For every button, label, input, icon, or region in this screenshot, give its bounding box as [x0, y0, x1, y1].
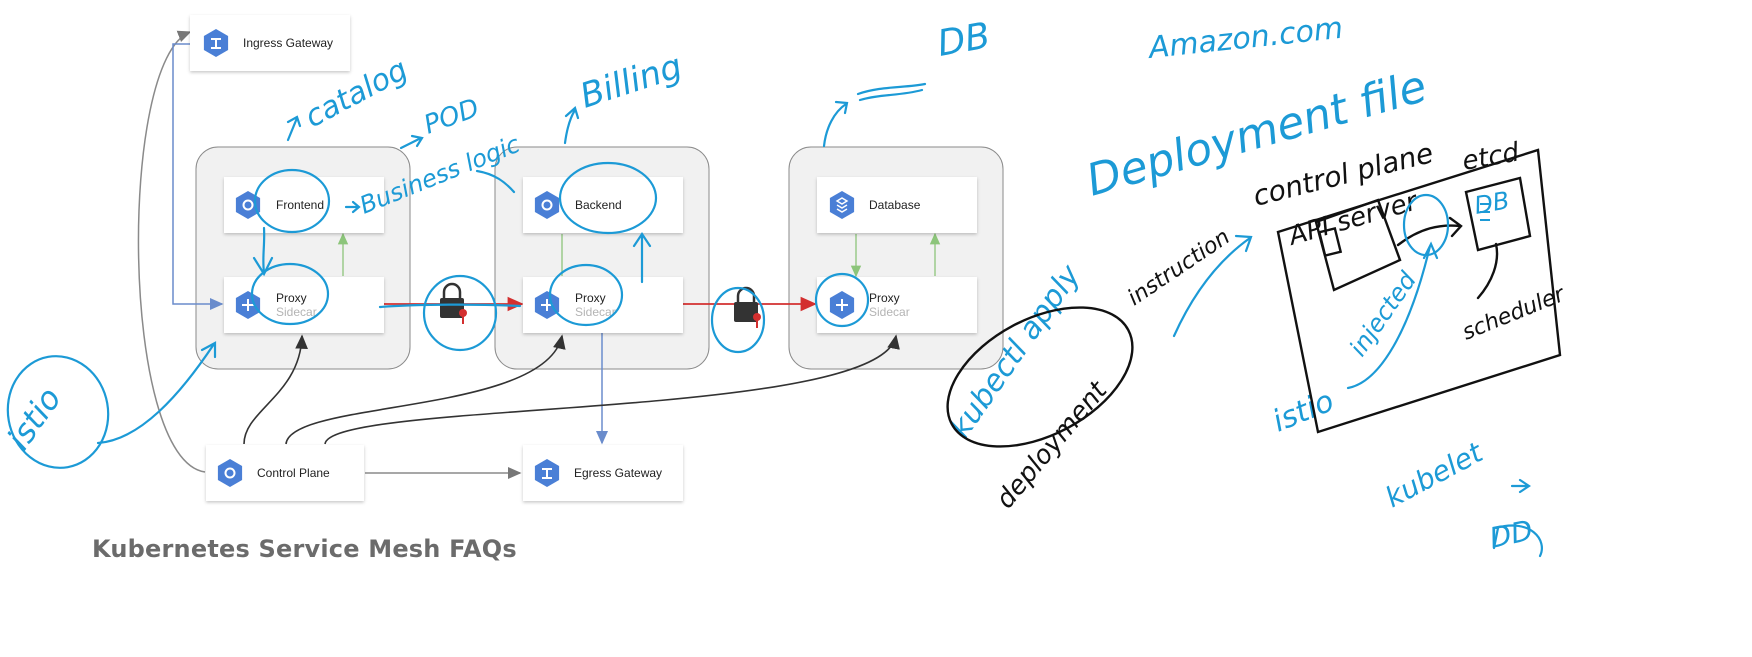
annotation-deployment: deployment — [990, 375, 1113, 514]
proxy-label: Proxy — [575, 291, 606, 305]
annotation-billing: Billing — [575, 46, 687, 116]
edge-control-to-backend-proxy — [285, 334, 566, 445]
handwritten-blue-strokes-right — [1172, 193, 1543, 558]
sidecar-label: Sidecar — [276, 305, 317, 319]
sidecar-label: Sidecar — [575, 305, 616, 319]
node-proxy-frontend: Proxy Sidecar — [224, 277, 384, 333]
ingress-gateway-label: Ingress Gateway — [243, 36, 333, 50]
etcd-db-lines — [1480, 203, 1490, 221]
mtls-lock-icon — [734, 286, 761, 328]
control-plane-label: Control Plane — [257, 466, 330, 480]
node-backend: Backend — [523, 177, 683, 233]
annotation-pod: POD — [420, 93, 483, 140]
node-control-plane: Control Plane — [206, 445, 364, 501]
proxy-label: Proxy — [869, 291, 900, 305]
edge-control-to-ingress — [137, 30, 206, 473]
node-egress-gateway: Egress Gateway — [523, 445, 683, 501]
annotation-istio-right: istio — [1268, 384, 1339, 440]
annotation-amazon: Amazon.com — [1145, 11, 1344, 66]
mtls-lock-icon — [440, 282, 467, 324]
edge-control-to-database-proxy — [324, 334, 900, 445]
edge-control-to-frontend-proxy — [243, 334, 308, 445]
backend-label: Backend — [575, 198, 622, 212]
database-label: Database — [869, 198, 921, 212]
sidecar-label: Sidecar — [869, 305, 910, 319]
edge-ingress-to-proxy — [172, 43, 224, 310]
page-title: Kubernetes Service Mesh FAQs — [92, 535, 517, 563]
node-ingress-gateway: Ingress Gateway — [190, 15, 350, 71]
node-proxy-backend: Proxy Sidecar — [523, 277, 683, 333]
handwritten-strokes — [6, 82, 927, 469]
annotation-kubelet: kubelet — [1380, 435, 1489, 514]
proxy-label: Proxy — [276, 291, 307, 305]
annotation-db-right: DB — [1472, 186, 1511, 220]
node-proxy-database: Proxy Sidecar — [817, 277, 977, 333]
annotation-db: DB — [934, 15, 993, 64]
handwritten-black-strokes — [946, 148, 1562, 448]
egress-gateway-label: Egress Gateway — [574, 466, 662, 480]
node-database: Database — [817, 177, 977, 233]
frontend-label: Frontend — [276, 198, 324, 212]
